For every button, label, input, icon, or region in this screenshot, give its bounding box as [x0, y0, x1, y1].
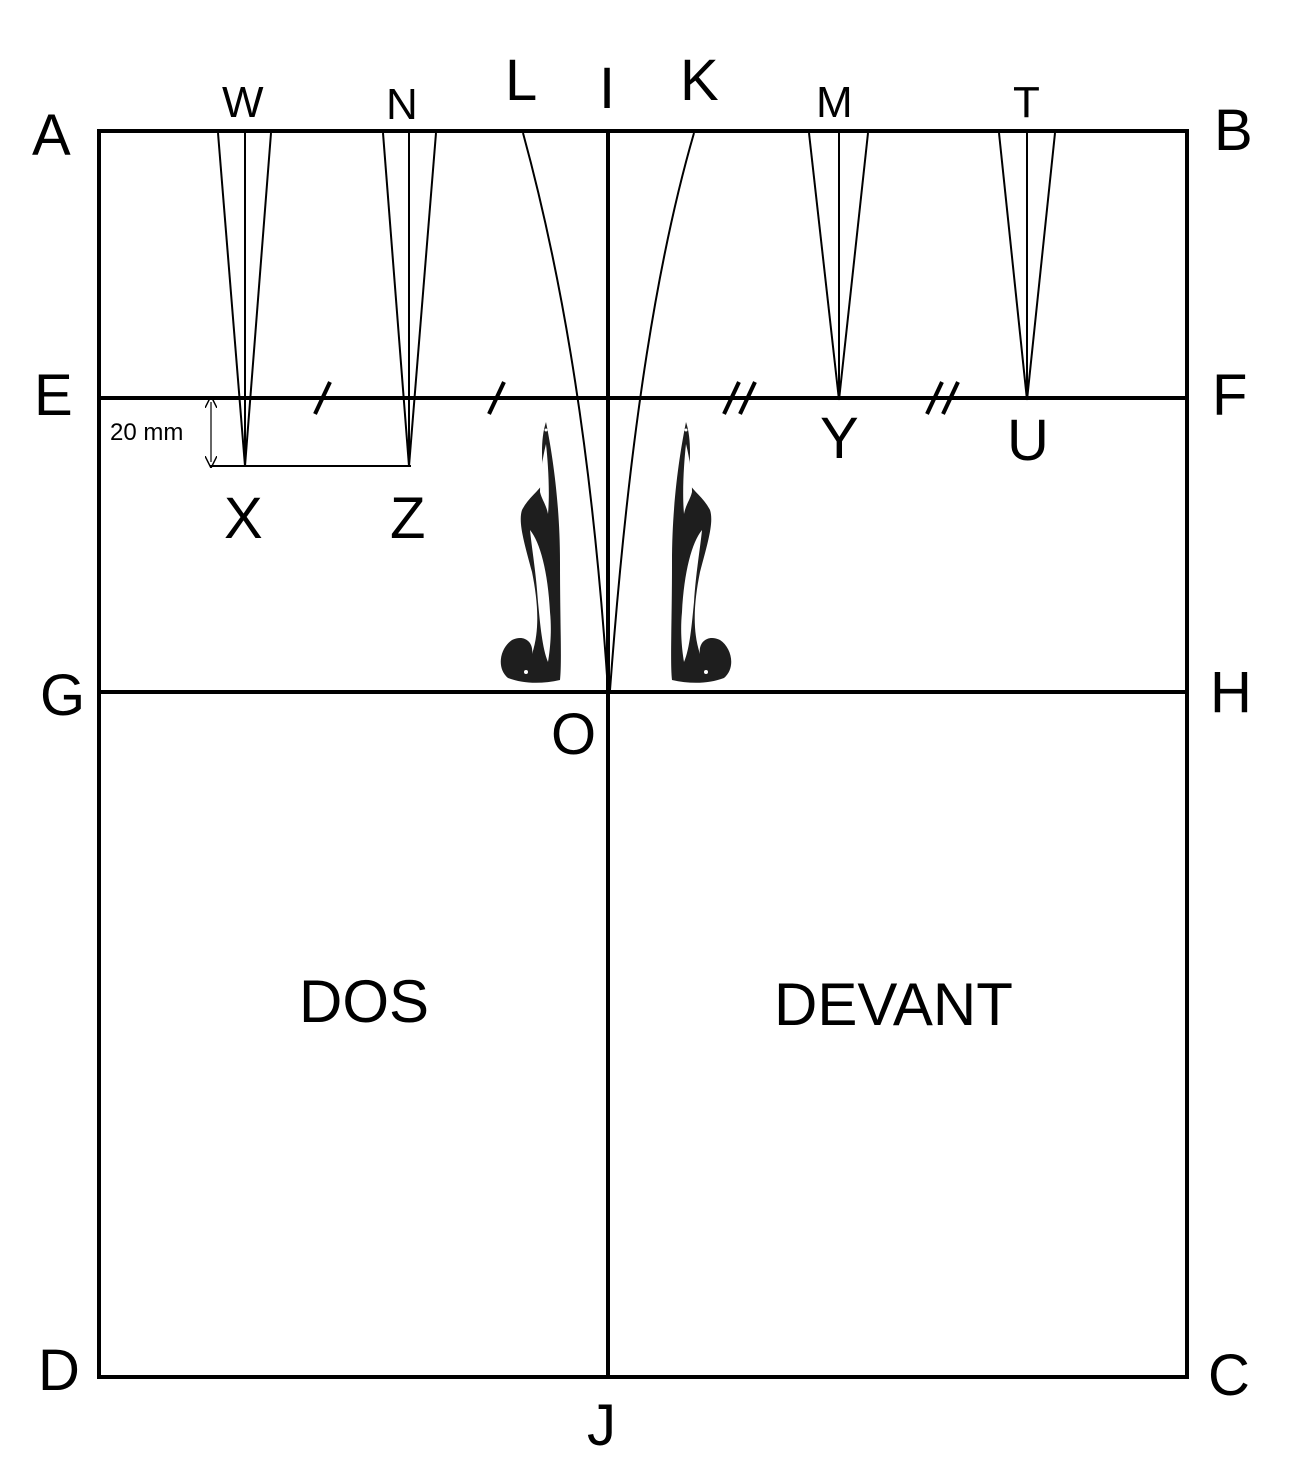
label-x: X: [224, 486, 263, 551]
tick-double-1: [722, 381, 757, 415]
pattern-frame: [97, 129, 1189, 1379]
panel-back-label: DOS: [299, 968, 429, 1035]
label-k: K: [680, 48, 719, 113]
label-b: B: [1214, 98, 1253, 163]
french-curve-ruler-icon: [671, 422, 732, 683]
label-t: T: [1013, 78, 1040, 127]
label-a: A: [32, 103, 71, 168]
label-y: Y: [820, 406, 859, 471]
label-l: L: [505, 48, 537, 113]
french-curve-ruler-icon: [500, 422, 561, 683]
label-d: D: [38, 1338, 80, 1403]
curve-ko: [609, 132, 695, 691]
label-i: I: [599, 56, 615, 121]
tick-double-2: [925, 381, 960, 415]
curve-lo: [522, 132, 609, 691]
label-o: O: [551, 702, 596, 767]
label-u: U: [1007, 408, 1049, 473]
label-h: H: [1210, 660, 1252, 725]
label-f: F: [1212, 363, 1247, 428]
label-e: E: [34, 363, 73, 428]
label-w: W: [222, 78, 264, 127]
label-n: N: [386, 80, 418, 129]
label-c: C: [1208, 1343, 1250, 1408]
panel-front-label: DEVANT: [774, 971, 1013, 1038]
dart-t: [998, 132, 1056, 401]
tick-single-1: [313, 381, 332, 415]
dart-w: [217, 132, 272, 467]
label-z: Z: [390, 486, 425, 551]
label-j: J: [587, 1393, 616, 1458]
tick-single-2: [487, 381, 506, 415]
dart-n: [382, 132, 437, 467]
dart-m: [808, 132, 869, 401]
label-g: G: [40, 663, 85, 728]
dimension-label: 20 mm: [110, 419, 183, 446]
label-m: M: [816, 78, 853, 127]
